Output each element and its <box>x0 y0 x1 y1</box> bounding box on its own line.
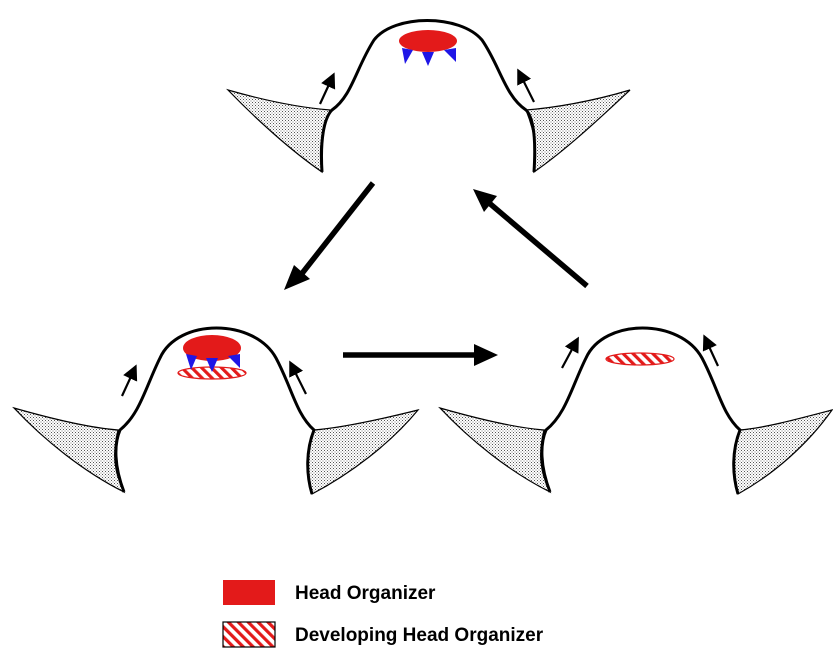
legend: Head Organizer Developing Head Organizer <box>223 580 544 647</box>
cycle-arrow-bottom-right-to-top <box>473 189 587 286</box>
legend-swatch-head-organizer <box>223 580 275 605</box>
tentacle-bud <box>402 48 413 64</box>
legend-label-head-organizer: Head Organizer <box>295 583 436 604</box>
right-tissue-lobe <box>526 90 630 172</box>
tentacle-bud <box>422 52 434 66</box>
stage-bottom-right <box>440 328 832 494</box>
legend-label-developing-head-organizer: Developing Head Organizer <box>295 625 544 646</box>
head-organizer <box>399 30 457 52</box>
cycle-arrow-top-to-bottom-left <box>284 183 373 290</box>
tissue-movement-arrow <box>320 78 332 104</box>
tentacle-bud <box>228 354 240 368</box>
left-tissue-lobe <box>440 408 550 492</box>
left-tissue-lobe <box>228 90 330 172</box>
tissue-movement-arrow <box>706 340 718 366</box>
stage-top <box>228 21 630 173</box>
legend-swatch-developing-head-organizer <box>223 622 275 647</box>
left-tissue-lobe <box>14 408 124 492</box>
right-tissue-lobe <box>308 410 418 494</box>
tissue-movement-arrow <box>520 74 534 102</box>
tissue-movement-arrow <box>292 366 306 394</box>
right-tissue-lobe <box>734 410 832 494</box>
tissue-movement-arrow <box>562 342 576 368</box>
tentacle-bud <box>444 48 456 62</box>
tissue-movement-arrow <box>122 370 134 396</box>
cycle-arrow-bottom-left-to-bottom-right <box>343 344 498 366</box>
developing-head-organizer <box>606 353 674 365</box>
